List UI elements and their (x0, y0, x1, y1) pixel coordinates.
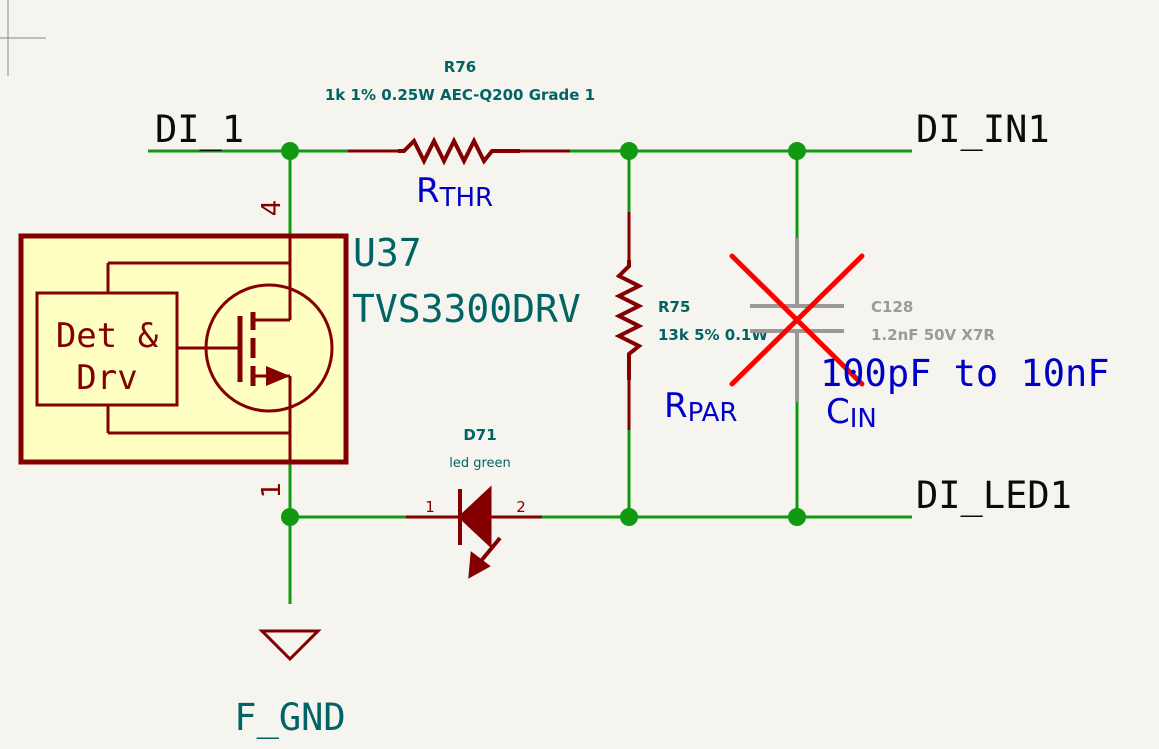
c128-ref: C128 (871, 298, 913, 316)
u37-value: TVS3300DRV (352, 287, 581, 331)
resistor-r75[interactable] (614, 212, 644, 430)
junctions (281, 142, 806, 526)
junction-dot (788, 142, 806, 160)
net-label-di-in1[interactable]: DI_IN1 (916, 108, 1050, 152)
junction-dot (620, 142, 638, 160)
u37-ref: U37 (353, 231, 422, 275)
d71-pin1-number: 1 (425, 498, 435, 516)
d71-pin2-number: 2 (516, 498, 526, 516)
r76-ref: R76 (444, 58, 476, 76)
u37-block-label-line1: Det & (56, 316, 159, 356)
r75-ref: R75 (658, 298, 690, 316)
capacitor-c128[interactable] (750, 238, 844, 402)
net-label-f-gnd: F_GND (234, 696, 345, 740)
net-label-di1[interactable]: DI_1 (155, 108, 244, 152)
r75-value: 13k 5% 0.1W (658, 326, 768, 344)
ground-symbol[interactable] (258, 629, 322, 662)
junction-dot (281, 508, 299, 526)
dnp-cross-mark (729, 253, 865, 387)
junction-dot (620, 508, 638, 526)
rthr-note: RTHR (416, 171, 493, 213)
junction-dot (788, 508, 806, 526)
u37-pin4-number: 4 (257, 200, 287, 217)
junction-dot (281, 142, 299, 160)
cin-note: CIN (826, 392, 877, 434)
resistor-r76[interactable] (348, 136, 570, 166)
led-d71[interactable] (406, 485, 542, 579)
cursor-crosshair (0, 0, 46, 76)
net-label-di-led1[interactable]: DI_LED1 (916, 474, 1072, 518)
u37-pin1-number: 1 (257, 482, 287, 499)
rpar-note: RPAR (664, 386, 738, 428)
ic-u37[interactable] (18, 233, 349, 465)
d71-ref: D71 (463, 426, 496, 444)
c128-value: 1.2nF 50V X7R (871, 326, 995, 344)
r76-value: 1k 1% 0.25W AEC-Q200 Grade 1 (325, 86, 595, 104)
d71-value: led green (449, 456, 511, 471)
cap-range-note: 100pF to 10nF (820, 352, 1110, 395)
u37-block-label-line2: Drv (76, 358, 137, 398)
